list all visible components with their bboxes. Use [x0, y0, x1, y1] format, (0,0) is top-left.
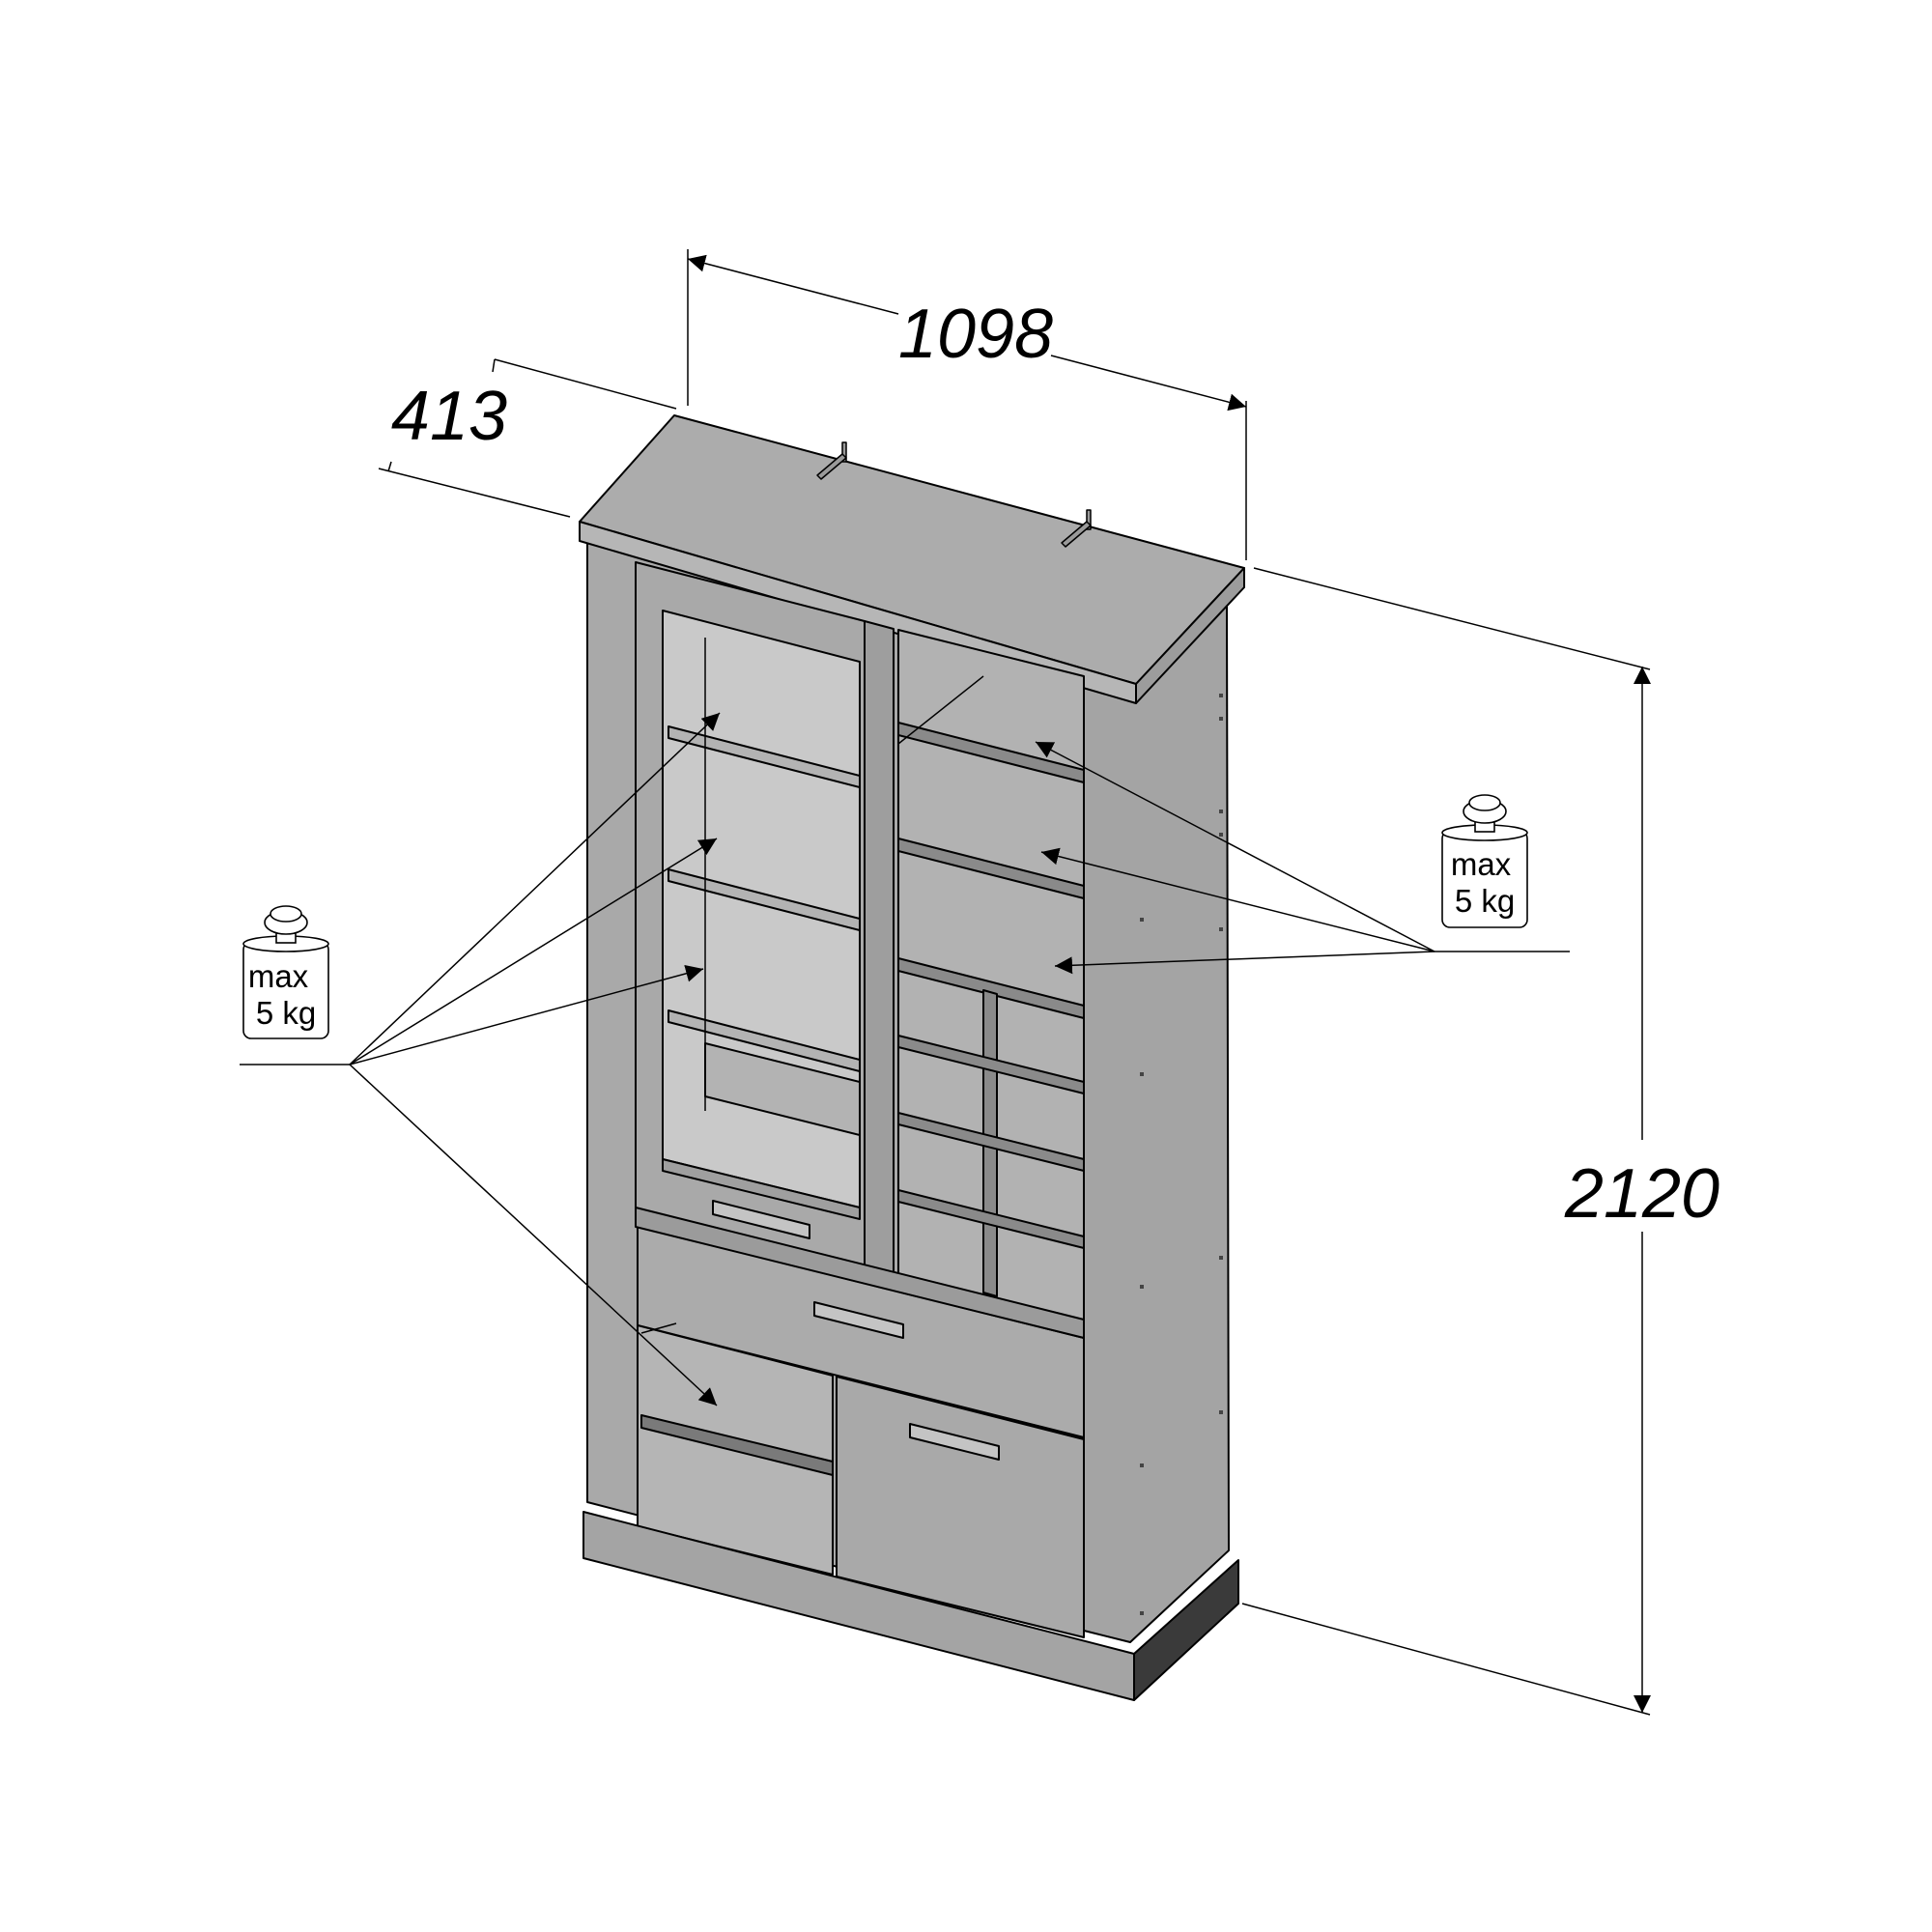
open-shelves	[897, 722, 1085, 1019]
wall-bracket-right	[1061, 509, 1092, 548]
center-divider	[864, 620, 895, 1276]
weight-icon	[242, 905, 329, 1039]
load-callout-lines	[240, 712, 1570, 1406]
drawer-handle[interactable]	[813, 1301, 904, 1339]
glass-door-handle[interactable]	[712, 1200, 810, 1239]
weight-label-line2: 5 kg	[256, 995, 316, 1031]
lower-shelf	[640, 1414, 834, 1476]
cabinet	[579, 414, 1245, 1701]
weight-label-line2: 5 kg	[1455, 883, 1515, 919]
cabinet-side-panel	[1081, 603, 1230, 1643]
wine-rack	[897, 989, 1085, 1297]
wall-bracket-left	[816, 441, 847, 480]
cabinet-top-side-edge	[1135, 567, 1245, 704]
lower-door-handle[interactable]	[909, 1423, 1000, 1461]
dimension-height-label: 2120	[1564, 1155, 1719, 1233]
dimension-depth-label: 413	[391, 378, 507, 455]
glass-door-bottom-rail	[662, 1158, 861, 1220]
side-panel-holes	[1140, 694, 1223, 1615]
weight-label-line1: max	[248, 958, 309, 994]
lower-door[interactable]	[836, 1376, 1085, 1638]
weight-icon	[1441, 794, 1528, 928]
weight-label-line1: max	[1451, 846, 1512, 882]
dimension-lines	[378, 249, 1651, 1716]
plinth-side	[1133, 1559, 1239, 1701]
drawer-top-rail	[635, 1207, 1085, 1339]
glass-cabinet-shelves	[668, 725, 861, 1136]
dimension-width-label: 1098	[898, 296, 1053, 373]
